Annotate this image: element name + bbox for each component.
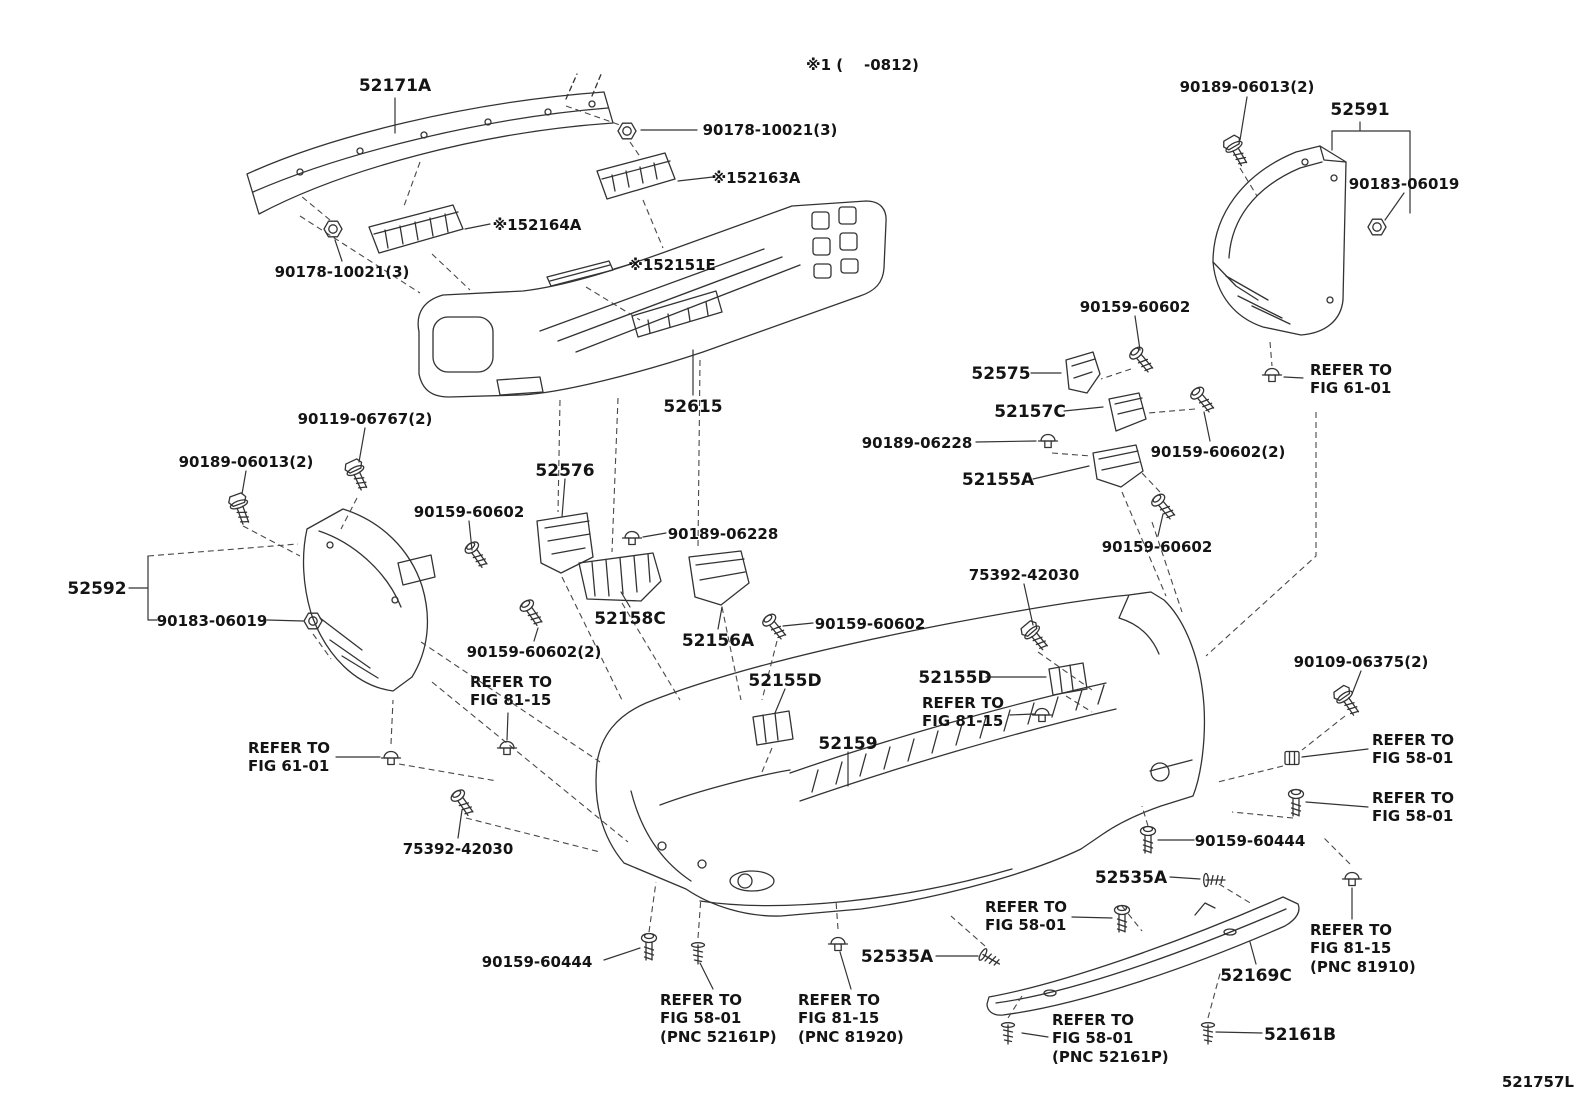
part-52615-energy-absorber — [417, 200, 887, 398]
part-label-90178-10021-left[interactable]: 90178-10021(3) — [274, 263, 410, 281]
part-label-90159-60444-right[interactable]: 90159-60444 — [1194, 832, 1306, 850]
part-label-52576[interactable]: 52576 — [535, 461, 595, 481]
part-label-90159-60602-f[interactable]: 90159-60602(2) — [466, 643, 602, 661]
part-52156A-bracket — [688, 550, 750, 606]
part-52171A-bumper-reinforcement — [246, 71, 614, 215]
part-label-52151E[interactable]: ※152151E — [628, 256, 716, 274]
part-label-52163A[interactable]: ※152163A — [711, 169, 801, 187]
part-label-52156A[interactable]: 52156A — [681, 631, 755, 651]
dashed-leader-lines — [147, 105, 1351, 1019]
part-label-90183-06019-left[interactable]: 90183-06019 — [156, 612, 268, 630]
part-52155A-bracket — [1092, 444, 1144, 488]
part-label-90159-60602-d[interactable]: 90159-60602 — [1101, 538, 1213, 556]
part-label-52592[interactable]: 52592 — [67, 579, 127, 599]
part-label-52535A-right[interactable]: 52535A — [1094, 868, 1168, 888]
part-52575-bracket — [1065, 351, 1101, 394]
part-52164A-retainer — [368, 204, 464, 254]
part-label-90178-10021-top[interactable]: 90178-10021(3) — [702, 121, 838, 139]
part-label-52591[interactable]: 52591 — [1330, 100, 1390, 120]
part-label-90119-06767[interactable]: 90119-06767(2) — [297, 410, 433, 428]
part-label-90189-06013-right[interactable]: 90189-06013(2) — [1179, 78, 1315, 96]
part-label-90189-06228-center[interactable]: 90189-06228 — [667, 525, 779, 543]
part-label-90159-60602-c[interactable]: 90159-60602 — [413, 503, 525, 521]
part-52155D-retainer-right — [1048, 662, 1088, 696]
part-label-90159-60602-e[interactable]: 90159-60602 — [814, 615, 926, 633]
part-52157C-bracket — [1108, 392, 1147, 432]
part-label-90183-06019-right[interactable]: 90183-06019 — [1348, 175, 1460, 193]
part-52159-bumper-cover — [595, 591, 1206, 917]
part-label-90159-60444-left[interactable]: 90159-60444 — [481, 953, 593, 971]
part-label-52535A-left[interactable]: 52535A — [860, 947, 934, 967]
part-label-52158C[interactable]: 52158C — [594, 609, 666, 629]
figure-code: 521757L — [1501, 1073, 1574, 1091]
part-label-90159-60602-b[interactable]: 90159-60602(2) — [1150, 443, 1286, 461]
part-52169C-lower-garnish — [986, 896, 1300, 1016]
part-label-90189-06013-left[interactable]: 90189-06013(2) — [178, 453, 314, 471]
part-label-90109-06375[interactable]: 90109-06375(2) — [1293, 653, 1429, 671]
part-label-52161B[interactable]: 52161B — [1263, 1025, 1337, 1045]
part-label-52159[interactable]: 52159 — [818, 734, 878, 754]
part-label-52171A[interactable]: 52171A — [358, 76, 432, 96]
part-label-52155D-right[interactable]: 52155D — [918, 668, 992, 688]
part-label-52615[interactable]: 52615 — [663, 397, 723, 417]
part-52592-side-seal-lh — [302, 508, 436, 692]
part-52163A-retainer — [596, 152, 676, 200]
part-52576-bracket — [536, 512, 594, 574]
applicability-note: ※1 ( -0812) — [806, 56, 919, 74]
part-52158C-bracket — [578, 552, 662, 602]
part-label-90189-06228-right[interactable]: 90189-06228 — [861, 434, 973, 452]
part-label-52164A[interactable]: ※152164A — [492, 216, 582, 234]
part-label-52157C[interactable]: 52157C — [994, 402, 1066, 422]
part-52151E-retainer — [546, 260, 614, 287]
label-leader-lines — [128, 96, 1411, 1038]
part-label-75392-42030-right[interactable]: 75392-42030 — [968, 566, 1080, 584]
part-52591-side-seal-rh — [1212, 145, 1347, 336]
part-label-52155A[interactable]: 52155A — [961, 470, 1035, 490]
part-label-52169C[interactable]: 52169C — [1220, 966, 1292, 986]
part-label-52575[interactable]: 52575 — [971, 364, 1031, 384]
part-label-75392-42030-left[interactable]: 75392-42030 — [402, 840, 514, 858]
part-52155D-retainer-left — [752, 710, 794, 746]
part-label-52155D-left[interactable]: 52155D — [748, 671, 822, 691]
part-label-90159-60602-a[interactable]: 90159-60602 — [1079, 298, 1191, 316]
